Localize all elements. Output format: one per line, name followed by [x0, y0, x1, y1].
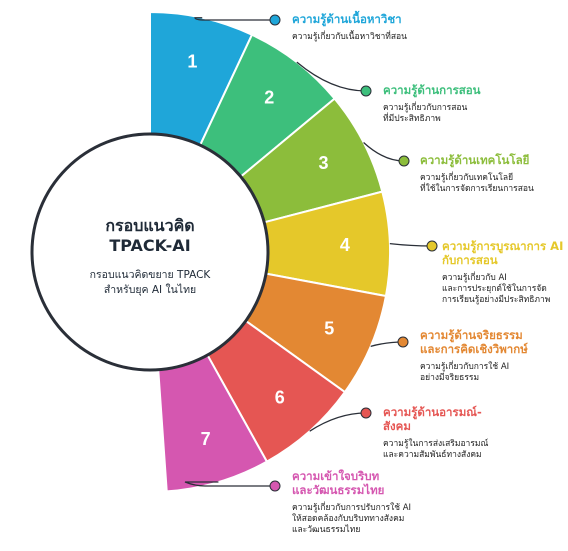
segment-description-line: ความรู้เกี่ยวกับ AI: [442, 273, 507, 283]
connector-line-1: [194, 17, 275, 21]
segment-title-line: กับการสอน: [442, 253, 498, 267]
segment-description-line: และวัฒนธรรมไทย: [292, 525, 361, 535]
diagram-subtitle-line2: สำหรับยุค AI ในไทย: [103, 284, 197, 296]
segment-label-3: ความรู้ด้านเทคโนโลยีความรู้เกี่ยวกับเทคโ…: [420, 153, 534, 195]
segment-description-line: ความรู้ในการส่งเสริมอารมณ์: [383, 439, 489, 449]
segment-title-line: ความรู้ด้านอารมณ์-: [383, 405, 482, 419]
segment-description-line: ความรู้เกี่ยวกับเทคโนโลยี: [420, 173, 514, 183]
diagram-subtitle-line1: กรอบแนวคิดขยาย TPACK: [89, 269, 211, 281]
segment-title-line: ความรู้ด้านเนื้อหาวิชา: [292, 12, 402, 26]
segment-description-line: ความรู้เกี่ยวกับเนื้อหาวิชาที่สอน: [292, 32, 407, 42]
segment-title-line: ความรู้การบูรณาการ AI: [442, 239, 564, 253]
connector-line-7: [184, 481, 275, 487]
segment-number-3: 3: [319, 153, 329, 173]
segment-number-1: 1: [187, 52, 197, 72]
segment-title-line: ความรู้ด้านเทคโนโลยี: [420, 153, 530, 167]
segment-title-5: ความรู้ด้านจริยธรรมและการคิดเชิงวิพากษ์: [420, 328, 528, 356]
connector-dot-7: [269, 480, 281, 492]
segment-description-2: ความรู้เกี่ยวกับการสอนที่มีประสิทธิภาพ: [383, 103, 481, 125]
segment-description-line: ความรู้เกี่ยวกับการใช้ AI: [420, 362, 510, 372]
diagram-title-line2: TPACK-AI: [109, 236, 191, 255]
connector-dot-5: [397, 336, 409, 348]
segment-description-line: ที่ใช้ในการจัดการเรียนการสอน: [420, 184, 534, 194]
segment-title-7: ความเข้าใจบริบทและวัฒนธรรมไทย: [292, 469, 411, 497]
segment-description-line: ที่มีประสิทธิภาพ: [383, 114, 441, 124]
connector-line-4: [389, 242, 433, 247]
segment-description-line: และความสัมพันธ์ทางสังคม: [383, 450, 482, 460]
center-circle: [30, 132, 270, 372]
segment-title-line: ความเข้าใจบริบท: [292, 469, 380, 483]
segment-description-line: อย่างมีจริยธรรม: [420, 373, 480, 383]
segment-title-line: และการคิดเชิงวิพากษ์: [420, 342, 528, 356]
segment-description-6: ความรู้ในการส่งเสริมอารมณ์และความสัมพันธ…: [383, 439, 488, 461]
segment-label-1: ความรู้ด้านเนื้อหาวิชาความรู้เกี่ยวกับเน…: [292, 12, 407, 43]
connector-dot-1: [269, 14, 281, 26]
segment-title-line: ความรู้ด้านการสอน: [383, 83, 481, 97]
segment-title-2: ความรู้ด้านการสอน: [383, 83, 481, 97]
segment-description-line: ให้สอดคล้องกับบริบททางสังคม: [292, 514, 405, 524]
segment-title-line: และวัฒนธรรมไทย: [292, 483, 385, 497]
segment-label-7: ความเข้าใจบริบทและวัฒนธรรมไทยความรู้เกี่…: [292, 469, 411, 536]
segment-number-7: 7: [201, 429, 211, 449]
segment-description-line: ความรู้เกี่ยวกับการสอน: [383, 103, 468, 113]
segment-description-1: ความรู้เกี่ยวกับเนื้อหาวิชาที่สอน: [292, 32, 407, 43]
segment-title-line: ความรู้ด้านจริยธรรม: [420, 328, 523, 342]
connector-dot-3: [398, 155, 410, 167]
segment-description-3: ความรู้เกี่ยวกับเทคโนโลยีที่ใช้ในการจัดก…: [420, 173, 534, 195]
segment-description-line: และการประยุกต์ใช้ในการจัด: [442, 284, 547, 294]
segment-title-3: ความรู้ด้านเทคโนโลยี: [420, 153, 534, 167]
segment-number-2: 2: [264, 88, 274, 108]
segment-number-5: 5: [324, 319, 334, 339]
segment-label-2: ความรู้ด้านการสอนความรู้เกี่ยวกับการสอนท…: [383, 83, 481, 125]
segment-description-line: การเรียนรู้อย่างมีประสิทธิภาพ: [442, 295, 551, 305]
segment-label-5: ความรู้ด้านจริยธรรมและการคิดเชิงวิพากษ์ค…: [420, 328, 528, 384]
segment-description-line: ความรู้เกี่ยวกับการปรับการใช้ AI: [292, 503, 412, 513]
segment-number-6: 6: [275, 388, 285, 408]
segment-title-line: สังคม: [383, 419, 411, 433]
segment-title-1: ความรู้ด้านเนื้อหาวิชา: [292, 12, 407, 26]
diagram-title-line1: กรอบแนวคิด: [105, 216, 195, 235]
segment-label-6: ความรู้ด้านอารมณ์-สังคมความรู้ในการส่งเส…: [383, 405, 488, 461]
segment-title-6: ความรู้ด้านอารมณ์-สังคม: [383, 405, 488, 433]
connector-dot-4: [426, 240, 438, 252]
connector-line-2: [296, 61, 367, 92]
connector-dot-2: [360, 85, 372, 97]
connector-dot-6: [360, 407, 372, 419]
segment-number-4: 4: [340, 235, 350, 255]
